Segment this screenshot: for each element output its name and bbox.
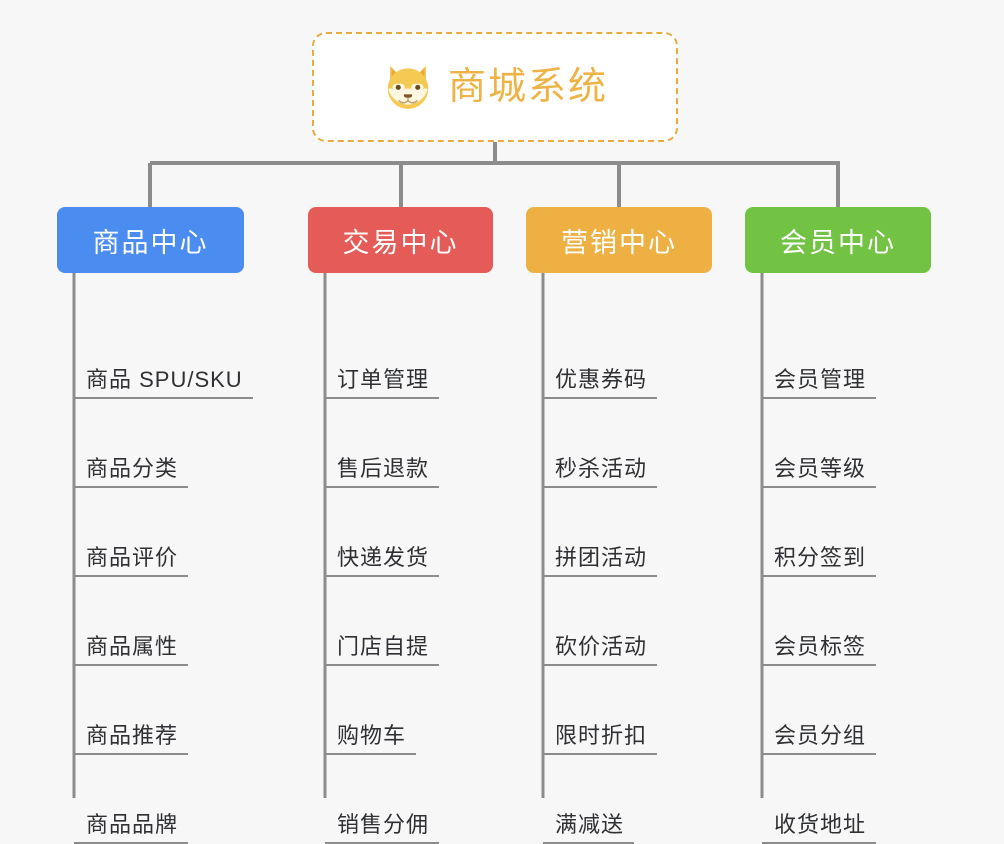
leaf-item-label: 商品推荐 [74, 722, 188, 756]
category-header-member-center[interactable]: 会员中心 [745, 207, 931, 273]
leaf-item[interactable]: 会员分组 [762, 709, 876, 755]
leaf-item[interactable]: 商品推荐 [74, 709, 188, 755]
leaf-item[interactable]: 砍价活动 [543, 620, 657, 666]
category-header-trade-center[interactable]: 交易中心 [308, 207, 493, 273]
leaf-item-label: 商品分类 [74, 455, 188, 489]
leaf-item[interactable]: 销售分佣 [325, 798, 439, 844]
leaf-item[interactable]: 购物车 [325, 709, 416, 755]
leaf-item-label: 满减送 [543, 811, 634, 844]
leaf-item-label: 会员等级 [762, 455, 876, 489]
leaf-item[interactable]: 商品属性 [74, 620, 188, 666]
category-column-3: 营销中心 优惠券码 秒杀活动 拼团活动 砍价活动 限时折扣 满减送 [526, 207, 712, 273]
shiba-dog-face-icon [382, 61, 434, 113]
leaf-item-label: 收货地址 [762, 811, 876, 844]
category-header-product-center[interactable]: 商品中心 [57, 207, 244, 273]
leaf-item-label: 商品属性 [74, 633, 188, 667]
leaf-item-label: 商品 SPU/SKU [74, 366, 253, 400]
leaf-item-label: 会员分组 [762, 722, 876, 756]
root-node-mall-system[interactable]: 商城系统 [312, 32, 678, 142]
leaf-item[interactable]: 满减送 [543, 798, 634, 844]
root-node-title: 商城系统 [448, 68, 608, 106]
leaf-item-label: 会员标签 [762, 633, 876, 667]
leaf-item[interactable]: 秒杀活动 [543, 442, 657, 488]
leaf-item[interactable]: 快递发货 [325, 531, 439, 577]
leaf-item-label: 限时折扣 [543, 722, 657, 756]
leaf-item[interactable]: 商品 SPU/SKU [74, 353, 253, 399]
leaf-item-label: 销售分佣 [325, 811, 439, 844]
leaf-item[interactable]: 会员等级 [762, 442, 876, 488]
leaf-item[interactable]: 积分签到 [762, 531, 876, 577]
leaf-item-label: 商品评价 [74, 544, 188, 578]
leaf-item-label: 优惠券码 [543, 366, 657, 400]
category-column-2: 交易中心 订单管理 售后退款 快递发货 门店自提 购物车 销售分佣 [308, 207, 493, 273]
leaf-item[interactable]: 收货地址 [762, 798, 876, 844]
leaf-item-label: 商品品牌 [74, 811, 188, 844]
leaf-item[interactable]: 售后退款 [325, 442, 439, 488]
leaf-item[interactable]: 门店自提 [325, 620, 439, 666]
leaf-item[interactable]: 拼团活动 [543, 531, 657, 577]
leaf-item-label: 订单管理 [325, 366, 439, 400]
leaf-item[interactable]: 商品评价 [74, 531, 188, 577]
category-header-marketing-center[interactable]: 营销中心 [526, 207, 712, 273]
leaf-item-label: 会员管理 [762, 366, 876, 400]
leaf-item[interactable]: 会员标签 [762, 620, 876, 666]
leaf-item[interactable]: 订单管理 [325, 353, 439, 399]
category-column-4: 会员中心 会员管理 会员等级 积分签到 会员标签 会员分组 收货地址 [745, 207, 931, 273]
leaf-item[interactable]: 商品品牌 [74, 798, 188, 844]
leaf-item[interactable]: 商品分类 [74, 442, 188, 488]
leaf-item-label: 积分签到 [762, 544, 876, 578]
leaf-item-label: 售后退款 [325, 455, 439, 489]
leaf-item-label: 购物车 [325, 722, 416, 756]
leaf-item-label: 快递发货 [325, 544, 439, 578]
leaf-item-label: 砍价活动 [543, 633, 657, 667]
leaf-item[interactable]: 会员管理 [762, 353, 876, 399]
leaf-item-label: 门店自提 [325, 633, 439, 667]
leaf-item[interactable]: 限时折扣 [543, 709, 657, 755]
leaf-item-label: 拼团活动 [543, 544, 657, 578]
category-column-1: 商品中心 商品 SPU/SKU 商品分类 商品评价 商品属性 商品推荐 商品品牌 [57, 207, 244, 273]
leaf-item[interactable]: 优惠券码 [543, 353, 657, 399]
leaf-item-label: 秒杀活动 [543, 455, 657, 489]
